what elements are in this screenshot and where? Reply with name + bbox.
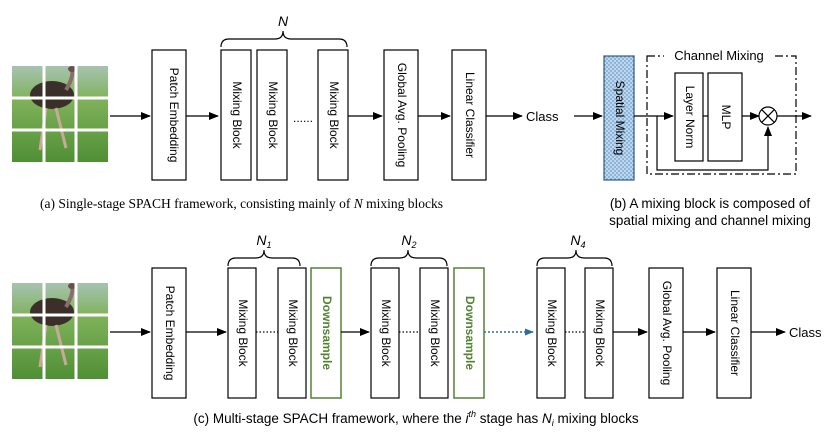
class-output-a: Class [526,109,559,124]
pooling-a: Global Avg. Pooling [395,63,409,168]
mixing-block-a1: Mixing Block [230,81,244,149]
mixing-block-c2b: Mixing Block [428,299,442,367]
classifier-a: Linear Classifier [463,72,477,158]
input-image-c [12,283,108,379]
part-b: Spatial Mixing Channel Mixing Layer Norm… [574,47,812,228]
repeat-label-n: N [278,13,289,29]
caption-c: (c) Multi-stage SPACH framework, where t… [193,409,638,428]
stage-label-2: N2 [401,232,416,250]
patch-embedding-c: Patch Embedding [163,286,177,381]
caption-a: (a) Single-stage SPACH framework, consis… [40,196,443,211]
mixing-block-a2: Mixing Block [266,81,280,149]
stage-label-1: N1 [256,232,271,250]
class-output-c: Class [789,325,822,340]
mixing-block-c2a: Mixing Block [379,299,393,367]
mixing-block-c1b: Mixing Block [286,299,300,367]
classifier-c: Linear Classifier [728,290,742,376]
mixing-block-a3: Mixing Block [327,81,341,149]
caption-b-line1: (b) A mixing block is composed of [610,196,811,211]
mlp-label: MLP [719,105,733,130]
ellipsis-a: ...... [293,111,313,125]
circled-x-icon [758,106,778,126]
channel-mixing-region [646,55,797,175]
input-image-a [12,66,108,162]
mixing-block-c1a: Mixing Block [236,299,250,367]
downsample-1: Downsample [320,296,334,370]
caption-b-line2: spatial mixing and channel mixing [609,213,811,228]
stage-label-4: N4 [570,232,585,250]
downsample-2: Downsample [463,296,477,370]
spatial-mixing-box [603,55,635,181]
mixing-block-c4a: Mixing Block [545,299,559,367]
channel-mixing-label: Channel Mixing [674,48,764,63]
pooling-c: Global Avg. Pooling [660,281,674,386]
part-c: Patch Embedding N1 Mixing Block Mixing B… [12,232,822,428]
layer-norm-label: Layer Norm [683,86,697,149]
patch-embedding-a: Patch Embedding [167,68,181,163]
part-a: Patch Embedding N Mixing Block Mixing Bl… [12,13,559,211]
mixing-block-c4b: Mixing Block [593,299,607,367]
spatial-mixing-label: Spatial Mixing [613,81,627,156]
